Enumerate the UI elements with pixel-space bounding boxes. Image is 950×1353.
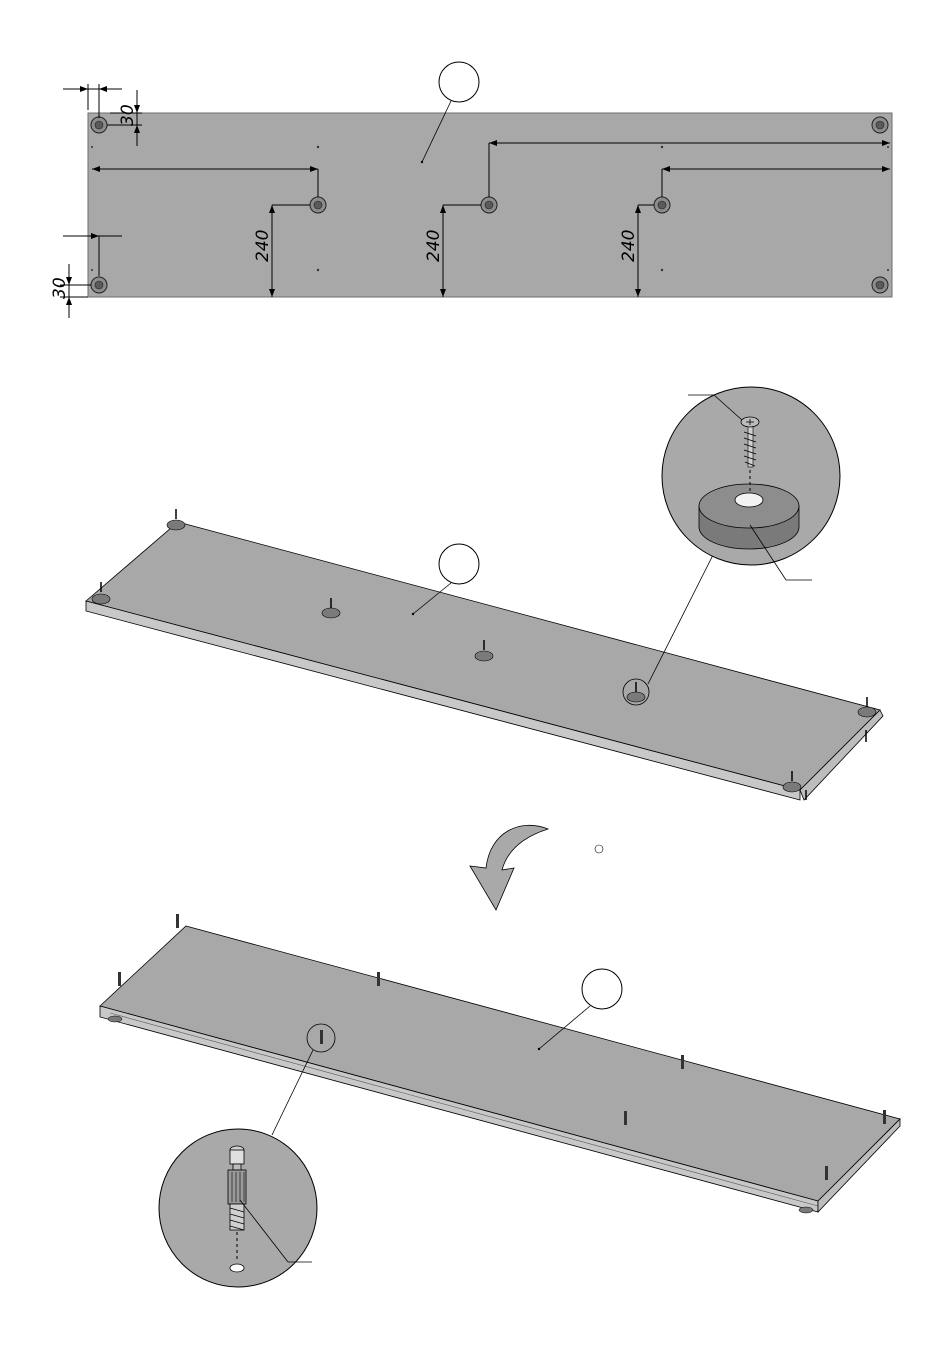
foot-top-right	[872, 117, 888, 133]
dim-label-240-left: 240	[253, 230, 273, 262]
iso-foot-1	[167, 509, 185, 530]
foot-middle-1	[310, 197, 326, 213]
dowels-detail-bubble	[159, 1050, 317, 1287]
foot-top-left	[91, 117, 107, 133]
dowel-7	[883, 1110, 886, 1124]
top-view: 30 30 240 240 240	[50, 62, 892, 318]
dim-label-240-right: 240	[619, 230, 639, 262]
dowel-3	[377, 972, 380, 986]
step-dowels	[100, 914, 900, 1287]
dowel-8	[825, 1166, 828, 1180]
foot-pad-icon	[699, 484, 799, 549]
dim-label-30-top: 30	[118, 104, 138, 126]
foot-middle-3	[654, 197, 670, 213]
dowel-5	[681, 1055, 684, 1069]
dowel-2	[118, 972, 121, 986]
dim-label-30-bottom: 30	[50, 277, 70, 299]
step-feet	[86, 387, 883, 800]
dowel-1	[176, 914, 179, 928]
rotate-arrow-icon	[470, 825, 603, 910]
dowel-6	[624, 1111, 627, 1125]
foot-bottom-left	[91, 277, 107, 293]
foot-middle-2	[481, 197, 497, 213]
dowel-4	[320, 1030, 323, 1044]
dim-label-240-center: 240	[424, 230, 444, 262]
foot-bottom-right	[872, 277, 888, 293]
feet-detail-bubble	[648, 387, 840, 684]
